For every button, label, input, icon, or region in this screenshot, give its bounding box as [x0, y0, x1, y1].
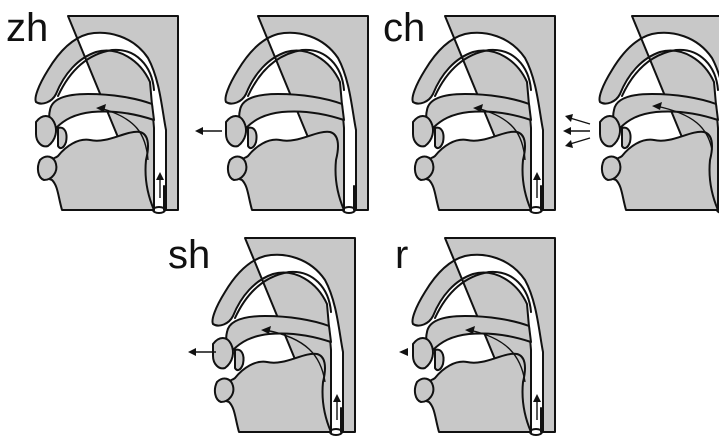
sh-tract [211, 237, 356, 436]
ch-tract-2 [598, 15, 719, 214]
label-r: r [395, 233, 408, 277]
r-airflow-arrow [399, 348, 408, 356]
ch-aspiration-arrows [563, 114, 591, 148]
label-ch: ch [383, 6, 425, 50]
label-zh: zh [6, 6, 48, 50]
label-sh: sh [168, 233, 210, 277]
sh-airflow-arrow [188, 348, 216, 356]
ch-tract-1 [411, 15, 556, 214]
r-tract [411, 237, 556, 436]
zh-tract-2 [224, 15, 369, 214]
zh-airflow-arrow [195, 127, 222, 135]
zh-tract-1 [34, 15, 179, 214]
